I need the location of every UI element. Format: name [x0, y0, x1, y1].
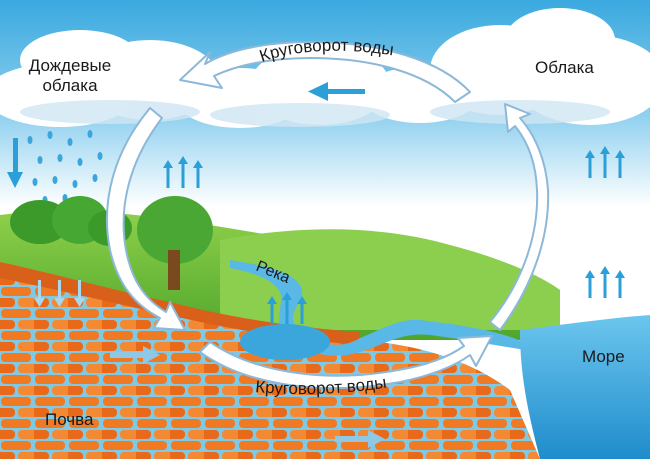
- cycle-arrow-bottom: [199, 335, 493, 389]
- soil-label: Почва: [45, 410, 94, 429]
- cycle-arrow-right: [489, 103, 550, 331]
- soil-ground: [0, 270, 540, 459]
- trees: [10, 196, 213, 290]
- evaporation-arrows: [163, 146, 625, 324]
- clouds-label: Облака: [535, 58, 594, 77]
- sea: [520, 315, 650, 459]
- river-pool: [240, 324, 330, 360]
- cycle-arrow-top: [179, 41, 471, 103]
- sea-label: Море: [582, 347, 625, 366]
- groundwater-arrows: [34, 280, 385, 448]
- river: [230, 260, 560, 356]
- far-meadow: [220, 229, 560, 330]
- cycle-arrow-left: [106, 107, 186, 331]
- soil-top-layer: [0, 262, 360, 345]
- rain-arrow: [7, 138, 23, 188]
- rain-clouds-label: Дождевые облака: [28, 56, 112, 95]
- wind-arrow: [308, 82, 365, 101]
